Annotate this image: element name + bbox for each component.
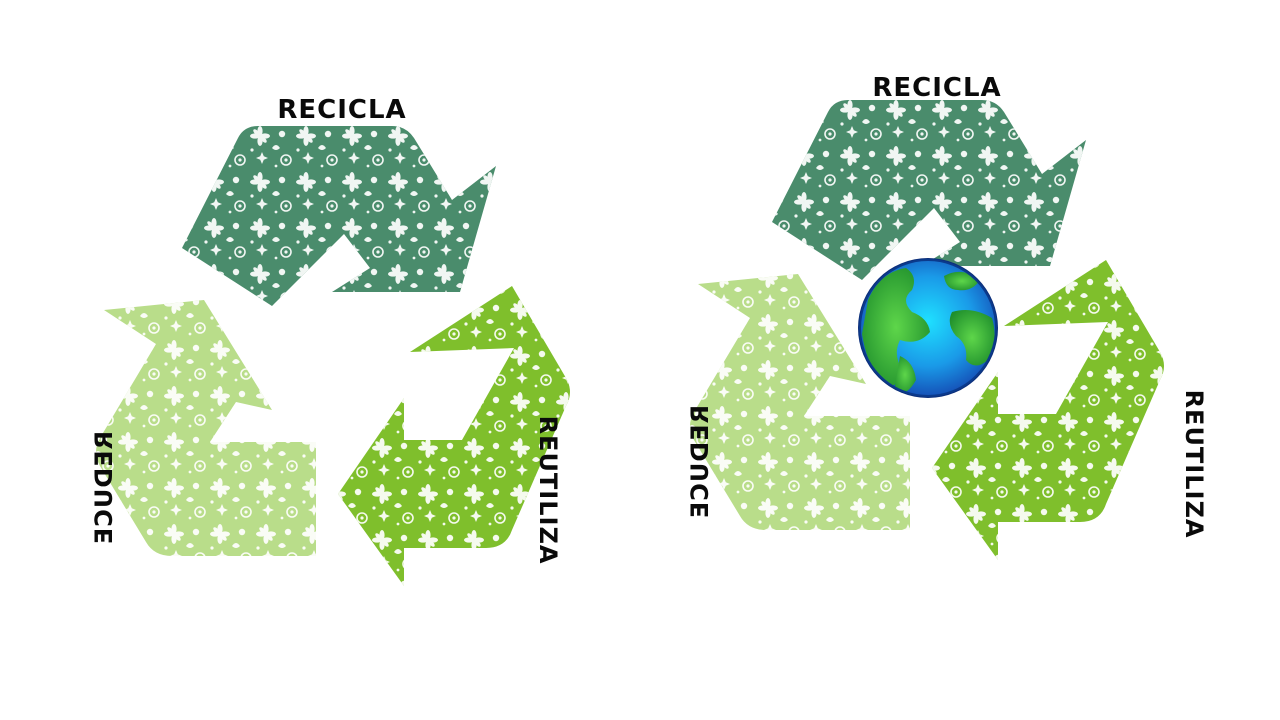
recycle-arrow-left bbox=[690, 274, 910, 530]
recycle-arrow-top bbox=[182, 126, 496, 306]
recycle-arrow-left bbox=[96, 300, 316, 556]
label-reutiliza: REUTILIZA bbox=[1180, 390, 1208, 539]
recycle-arrow-right bbox=[338, 286, 570, 586]
recycle-arrow-right bbox=[932, 260, 1164, 560]
label-reduce: REDUCE bbox=[686, 405, 714, 519]
label-reutiliza: REUTILIZA bbox=[534, 416, 562, 565]
label-recicla: RECICLA bbox=[872, 73, 1001, 103]
recycle-arrow-top bbox=[772, 100, 1086, 280]
recycle-logo-plain: RECICLA REDUCE REUTILIZA bbox=[90, 95, 570, 586]
label-recicla: RECICLA bbox=[277, 95, 406, 125]
recycle-logo-with-globe: RECICLA REDUCE REUTILIZA bbox=[686, 73, 1208, 560]
earth-globe-icon bbox=[858, 258, 998, 398]
label-reduce: REDUCE bbox=[90, 431, 118, 545]
